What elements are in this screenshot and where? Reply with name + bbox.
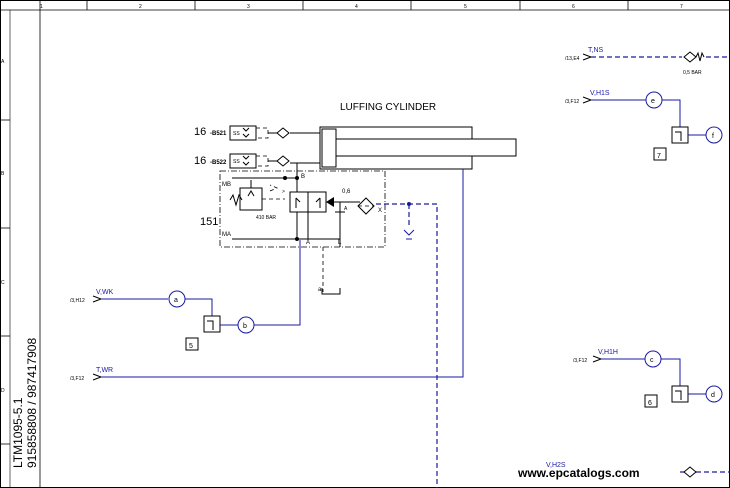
- port-a-label: A: [306, 240, 310, 246]
- port-b-label: B: [301, 174, 305, 180]
- pressure-sensor-b522: SS: [229, 153, 290, 169]
- check-valve-6: [671, 385, 689, 403]
- box-5-label: 5: [189, 343, 193, 350]
- vwk-arrow: [92, 295, 103, 303]
- check-valve-tns: [683, 51, 730, 63]
- mb-port-label: MB: [222, 182, 231, 188]
- vwk-ref: /3,H12: [70, 298, 85, 304]
- connector-e-label: e: [651, 98, 655, 105]
- port-a2-label: A: [344, 206, 348, 212]
- connector-f: [705, 126, 723, 144]
- row-label-c: C: [1, 280, 5, 286]
- column-label-3: 3: [247, 4, 250, 10]
- vh1h-ref: /3,F12: [573, 358, 587, 364]
- check-valve-pressure: 0,5 BAR: [683, 70, 702, 76]
- connector-d: [705, 385, 723, 403]
- luffing-cylinder: [290, 126, 517, 170]
- doc-sub-number: 915858808 / 987417908: [25, 338, 39, 468]
- column-label-5: 5: [464, 4, 467, 10]
- column-label-1: 1: [40, 4, 43, 10]
- vh1s-arrow: [582, 96, 593, 104]
- sensor-name-2: -B522: [210, 160, 227, 166]
- orifice-label: 0,6: [342, 189, 351, 195]
- vh1s-ref: /3,F12: [565, 99, 579, 105]
- box-6-label: 6: [648, 400, 652, 407]
- valve-block-number: 151: [200, 216, 218, 228]
- valve-block-internals: 410 BAR > A 0,6 X: [229, 163, 382, 247]
- tank-symbol: a: [318, 247, 341, 295]
- pressure-label: 410 BAR: [256, 215, 276, 221]
- sensor-name-1: -B521: [210, 131, 227, 137]
- tns-arrow: [582, 53, 593, 61]
- column-label-7: 7: [680, 4, 683, 10]
- vh1s-name: V,H1S: [590, 90, 610, 97]
- vh1h-name: V,H1H: [598, 349, 618, 356]
- row-ticks: [0, 119, 10, 445]
- valve-block-frame: [219, 170, 386, 248]
- connector-c-label: c: [650, 357, 654, 364]
- vwk-name: V,WK: [96, 289, 114, 296]
- vh2s-check-symbol: [683, 466, 697, 478]
- svg-text:SS: SS: [233, 159, 240, 165]
- twr-arrow: [92, 373, 103, 381]
- column-ticks: [86, 0, 629, 10]
- connector-d-label: d: [711, 392, 715, 399]
- check-valve-5: [203, 315, 221, 333]
- connector-f-label: f: [712, 133, 714, 140]
- twr-name: T,WR: [96, 367, 113, 374]
- check-valve-7: [671, 126, 689, 144]
- vh2s-name: V,H2S: [546, 462, 566, 469]
- column-label-6: 6: [572, 4, 575, 10]
- twr-ref: /3,F12: [70, 376, 84, 382]
- tns-name: T,NS: [588, 47, 604, 54]
- pilot-check-symbol: [403, 229, 415, 240]
- column-label-4: 4: [355, 4, 358, 10]
- port-x-label: X: [378, 208, 382, 214]
- vh1h-arrow: [592, 355, 603, 363]
- doc-number: LTM1095-5.1: [11, 397, 25, 468]
- row-label-b: B: [1, 171, 5, 177]
- svg-text:>: >: [282, 189, 285, 195]
- column-label-2: 2: [139, 4, 142, 10]
- connector-b-label: b: [243, 323, 247, 330]
- box-7: [653, 147, 667, 161]
- svg-text:SS: SS: [233, 131, 240, 137]
- sensor-ref-2: 16: [194, 155, 206, 167]
- watermark: www.epcatalogs.com: [517, 466, 640, 480]
- box-6: [644, 394, 658, 408]
- ma-port-label: MA: [222, 232, 231, 238]
- tns-ref: /13,E4: [565, 56, 580, 62]
- row-label-d: D: [1, 388, 5, 394]
- box-5: [185, 337, 199, 351]
- diagram-title: LUFFING CYLINDER: [340, 102, 436, 113]
- box-7-label: 7: [657, 153, 661, 160]
- pilot-line: [376, 203, 438, 488]
- pressure-sensor-b521: SS: [229, 125, 290, 141]
- connector-a-label: a: [174, 297, 178, 304]
- tank-port-label: a: [318, 287, 322, 293]
- row-label-a: A: [1, 59, 5, 65]
- twr-line: [101, 169, 464, 378]
- sensor-ref-1: 16: [194, 126, 206, 138]
